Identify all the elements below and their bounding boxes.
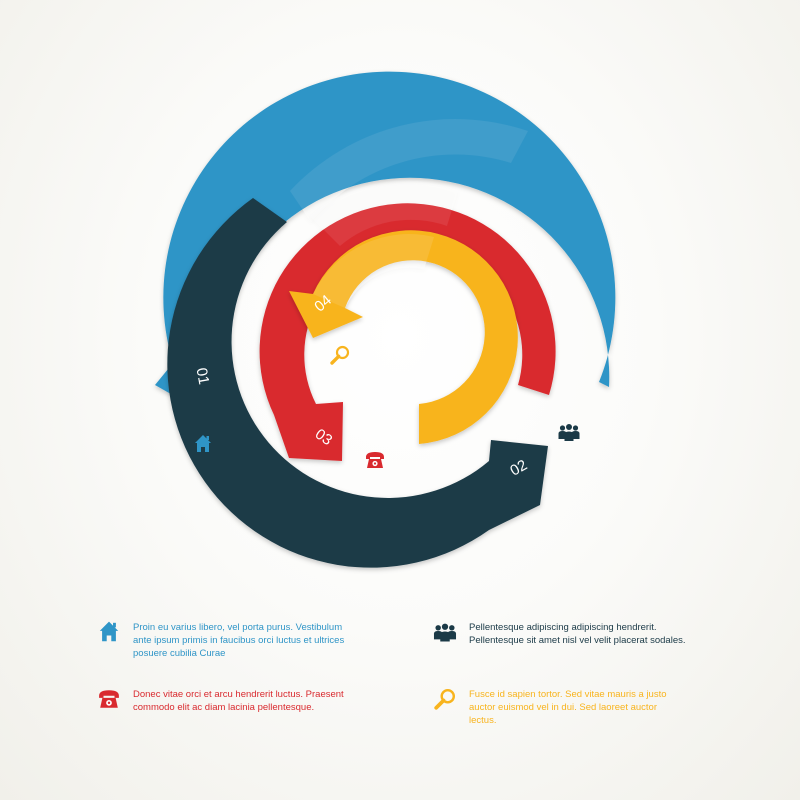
house-icon — [99, 621, 119, 642]
legend-item-03: Donec vitae orci et arcu hendrerit luctu… — [96, 688, 344, 714]
arrow-label-02: 02 — [507, 457, 530, 480]
legend-text-02: Pellentesque adipiscing adipiscing hendr… — [469, 622, 686, 646]
legend-item-04: Fusce id sapien tortor. Sed vitae mauris… — [432, 688, 667, 727]
arrow-01 — [155, 71, 616, 415]
people-icon — [433, 623, 457, 642]
magnifier-icon — [434, 688, 456, 710]
legend-text-03: Donec vitae orci et arcu hendrerit luctu… — [133, 689, 344, 713]
legend-text-01: Proin eu varius libero, vel porta purus.… — [133, 622, 345, 659]
legend-item-02: Pellentesque adipiscing adipiscing hendr… — [432, 621, 686, 647]
arrow-label-01: 01 — [193, 367, 213, 386]
legend-text-04: Fusce id sapien tortor. Sed vitae mauris… — [469, 689, 667, 726]
magnifier-icon — [330, 345, 350, 365]
arrow-02 — [167, 198, 548, 568]
arrow-label-03: 03 — [312, 426, 335, 449]
arrow-04 — [289, 230, 518, 444]
legend-item-01: Proin eu varius libero, vel porta purus.… — [96, 621, 344, 660]
telephone-icon — [99, 690, 119, 708]
telephone-icon — [366, 452, 384, 468]
people-icon — [558, 424, 580, 441]
